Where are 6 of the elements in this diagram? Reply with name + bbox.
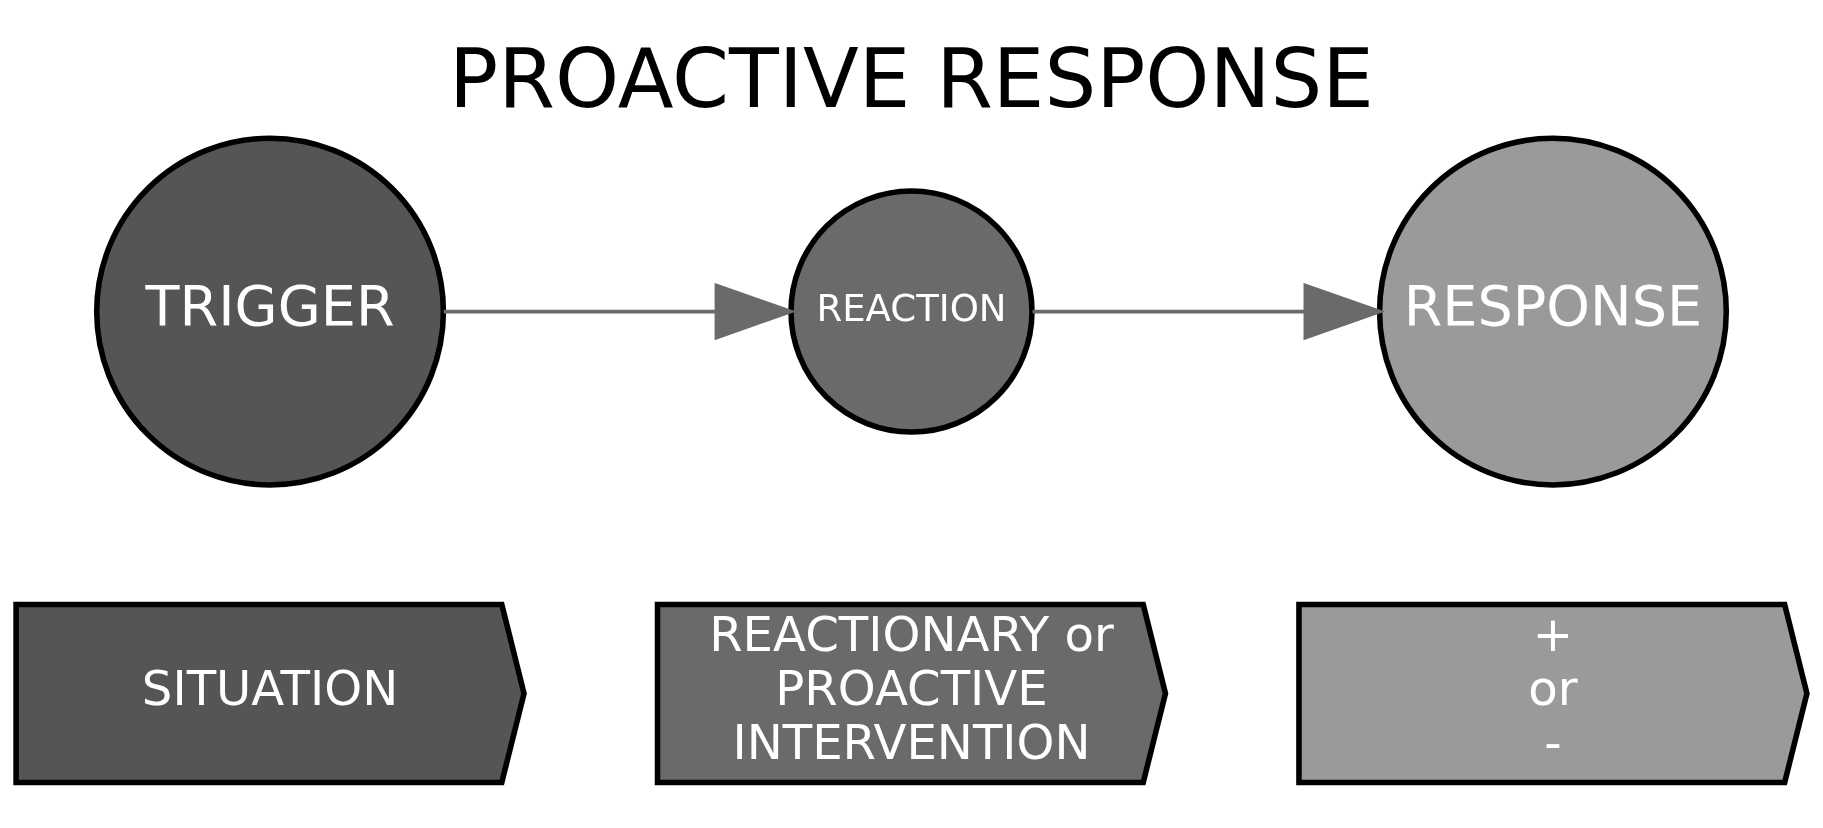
arrow <box>1032 283 1386 341</box>
node-circle: TRIGGER <box>93 135 447 488</box>
arrow <box>443 283 797 341</box>
node-circle: REACTION <box>788 188 1035 435</box>
diagram-title: PROACTIVE RESPONSE <box>449 31 1374 127</box>
node-circle: RESPONSE <box>1376 135 1730 488</box>
